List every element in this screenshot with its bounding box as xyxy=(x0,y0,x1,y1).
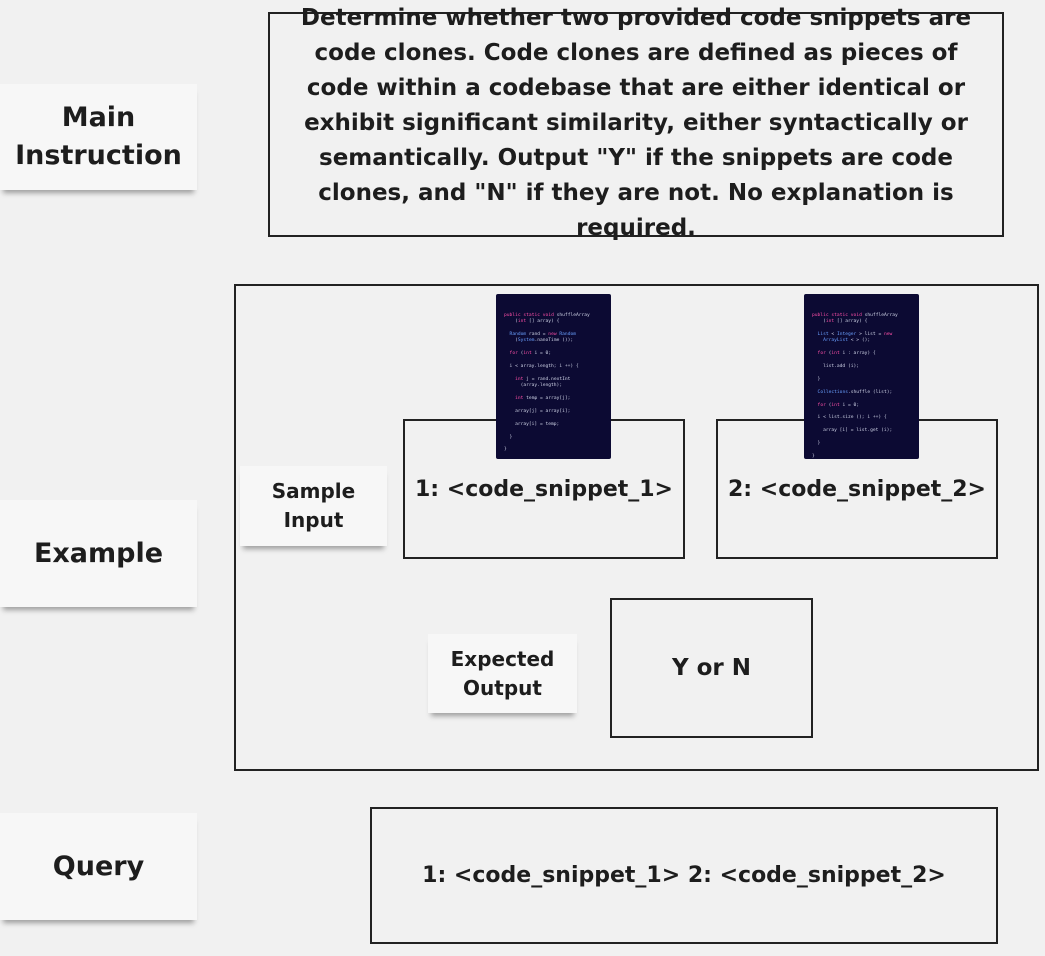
example-frame xyxy=(234,284,1039,771)
expected-output-label-text: Expected Output xyxy=(450,646,555,700)
code-line: public static void shuffleArray xyxy=(812,312,898,318)
main-instruction-label: Main Instruction xyxy=(0,84,197,190)
code-line: for (int i : array) { xyxy=(817,351,876,357)
example-label: Example xyxy=(0,500,197,607)
code-line: public static void shuffleArray xyxy=(504,312,590,318)
code-thumbnail-1: public static void shuffleArray (int [] … xyxy=(496,294,611,459)
code-line: list.add (i); xyxy=(812,364,860,370)
main-instruction-label-text: Main Instruction xyxy=(15,102,182,171)
instruction-text: Determine whether two provided code snip… xyxy=(300,5,972,241)
code-line: Collections.shuffle (list); xyxy=(817,389,893,395)
code-line: (int [] array) { xyxy=(812,319,868,325)
code-line: } xyxy=(812,376,821,382)
code-line: i < array.length; i ++) { xyxy=(504,364,579,370)
snippet-1-text: 1: <code_snippet_1> xyxy=(415,476,673,502)
code-thumbnail-2: public static void shuffleArray (int [] … xyxy=(804,294,919,459)
code-line: for (int i = 0; xyxy=(509,351,552,357)
code-line: array[i] = temp; xyxy=(504,421,560,427)
code-line: (int [] array) { xyxy=(504,319,560,325)
code-line: array[j] = array[i]; xyxy=(504,408,571,414)
code-line: } xyxy=(812,440,821,446)
code-line: (array.length); xyxy=(504,383,563,389)
query-text: 1: <code_snippet_1> 2: <code_snippet_2> xyxy=(422,863,946,888)
code-line: Random rand = new Random xyxy=(509,332,576,338)
code-thumbnail-1-lines: public static void shuffleArray (int [] … xyxy=(504,313,603,454)
code-line: array [i] = list.get (i); xyxy=(812,428,893,434)
snippet-2-text: 2: <code_snippet_2> xyxy=(728,476,986,502)
instruction-box: Determine whether two provided code snip… xyxy=(268,5,1004,241)
code-line: (System.nanoTime ()); xyxy=(504,338,574,344)
query-label-text: Query xyxy=(52,850,145,882)
code-line: for (int i = 0; xyxy=(817,402,860,408)
code-line: List < Integer > list = new xyxy=(817,332,893,338)
expected-output-box: Y or N xyxy=(610,598,813,738)
code-line: ArrayList < > (); xyxy=(823,338,871,344)
code-line: } xyxy=(504,434,513,440)
expected-output-label: Expected Output xyxy=(428,634,577,713)
query-label: Query xyxy=(0,813,197,920)
code-line: } xyxy=(504,447,507,453)
code-line: int temp = array[j]; xyxy=(515,396,571,402)
sample-input-label-text: Sample Input xyxy=(271,479,356,532)
expected-output-text: Y or N xyxy=(671,655,752,681)
example-label-text: Example xyxy=(33,537,164,569)
code-line: i < list.size (); i ++) { xyxy=(812,415,887,421)
code-thumbnail-2-lines: public static void shuffleArray (int [] … xyxy=(812,313,911,459)
code-line: int j = rand.nextInt xyxy=(515,376,571,382)
code-line: } xyxy=(812,453,815,459)
sample-input-label: Sample Input xyxy=(240,466,387,546)
query-box: 1: <code_snippet_1> 2: <code_snippet_2> xyxy=(370,807,998,944)
